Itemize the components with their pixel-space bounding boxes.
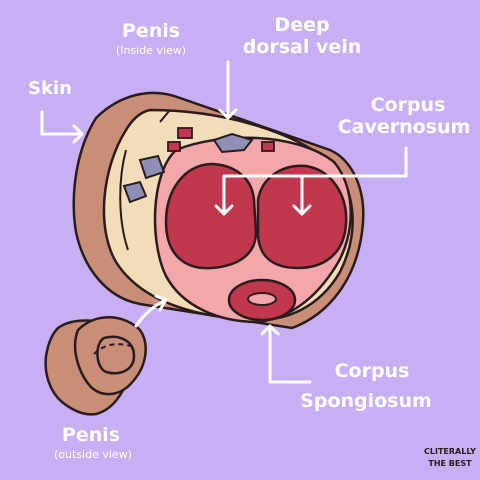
vessel-line bbox=[119, 149, 129, 251]
corpus-cavernosum-label-line1: Corpus bbox=[370, 94, 446, 116]
arrow-icon bbox=[40, 110, 84, 136]
nerve-marker bbox=[261, 141, 275, 152]
urethra bbox=[247, 292, 277, 306]
nerve-marker bbox=[167, 141, 181, 152]
arrow-icon bbox=[292, 204, 312, 216]
logo-line-2: THE BEST bbox=[428, 459, 472, 468]
deep-dorsal-vein-label-line1: Deep bbox=[274, 14, 330, 36]
deep-dorsal-vein-label-line2: dorsal vein bbox=[242, 36, 362, 58]
vein-lower bbox=[122, 180, 148, 204]
skin-label: Skin bbox=[28, 78, 72, 99]
logo-line-1: CLITERALLY bbox=[424, 447, 476, 456]
corpus-spongiosum-label-line2: Spongiosum bbox=[300, 390, 432, 412]
corpus-spongiosum-label-line1: Corpus bbox=[334, 360, 410, 382]
arrow-icon bbox=[214, 204, 234, 216]
arrow-icon bbox=[268, 324, 312, 384]
corpus-cavernosum-label-line2: Cavernosum bbox=[337, 116, 471, 138]
arrow-icon bbox=[72, 124, 84, 144]
logo-badge: CLITERALLY THE BEST bbox=[424, 447, 476, 468]
corpus-cavernosum-left bbox=[164, 162, 258, 270]
penis-inside-title: Penis bbox=[121, 20, 181, 42]
outside-view-glans bbox=[96, 335, 136, 375]
corpus-cavernosum-right bbox=[256, 164, 348, 270]
penis-outside-subtitle: (outside view) bbox=[54, 448, 132, 461]
arrow-icon bbox=[218, 108, 238, 120]
arrow-icon bbox=[260, 324, 280, 336]
vessel-line bbox=[159, 109, 171, 123]
penis-outside-title: Penis bbox=[61, 424, 121, 446]
arrow-icon bbox=[134, 298, 168, 328]
vein-left bbox=[138, 154, 166, 180]
deep-dorsal-vein bbox=[212, 132, 254, 154]
cut-line bbox=[93, 343, 131, 355]
nerve-marker bbox=[177, 127, 193, 139]
arrow-icon bbox=[154, 294, 168, 312]
penis-inside-subtitle: (Inside view) bbox=[115, 44, 187, 57]
arrow-icon bbox=[222, 146, 408, 216]
